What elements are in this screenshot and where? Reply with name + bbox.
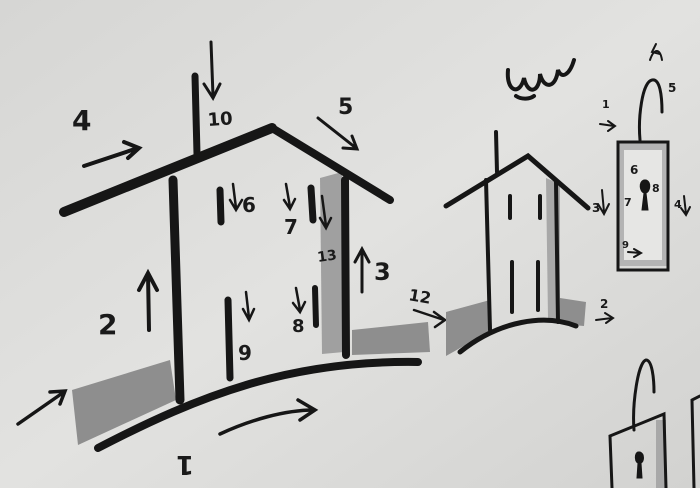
label-8: 8: [292, 316, 305, 337]
window-8: [315, 288, 316, 325]
label-6: 6: [242, 193, 256, 217]
lock-label-8: 8: [652, 182, 660, 195]
label-5: 5: [338, 95, 353, 120]
label-7: 7: [284, 215, 298, 239]
label-1: 1: [176, 449, 194, 479]
window-7: [311, 188, 313, 220]
small-label-3: 3: [592, 201, 600, 215]
lock-label-4: 4: [674, 198, 682, 211]
lock-label-9: 9: [622, 240, 629, 251]
window-6: [220, 190, 221, 222]
small-chimney: [496, 132, 497, 172]
label-9: 9: [238, 341, 252, 365]
door: [228, 300, 230, 378]
label-10: 10: [207, 108, 233, 131]
label-4: 4: [72, 104, 91, 137]
label-3: 3: [374, 258, 391, 286]
label-2: 2: [98, 308, 117, 341]
label-12: 12: [407, 285, 432, 308]
lock-label-6: 6: [630, 163, 638, 177]
right-wall: [345, 180, 346, 355]
lock-label-1: 1: [602, 98, 610, 111]
small-label-2: 2: [600, 297, 608, 311]
lock-label-5: 5: [668, 81, 676, 95]
lock-label-7: 7: [624, 196, 632, 209]
label-13: 13: [316, 247, 338, 266]
small-right-wall: [556, 182, 558, 322]
chimney: [195, 76, 197, 154]
